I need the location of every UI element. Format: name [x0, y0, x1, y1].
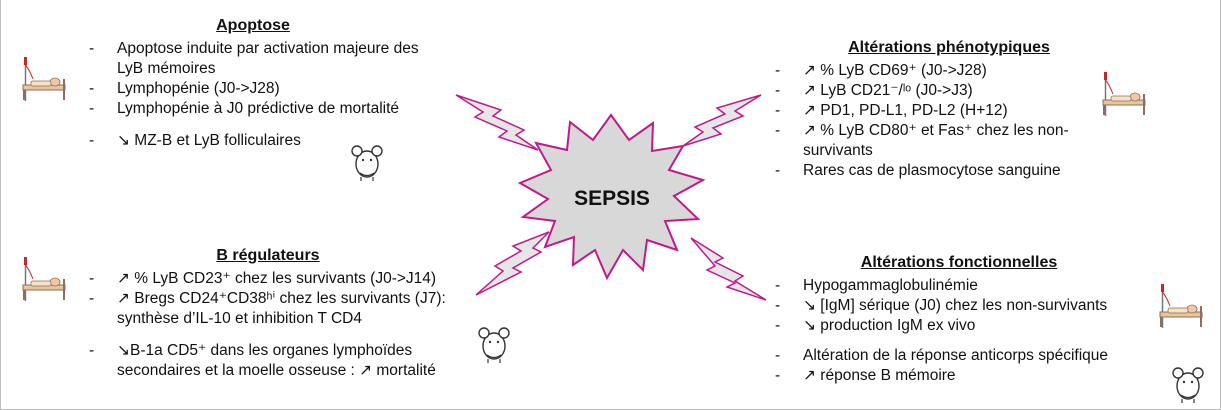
fonction-list: Hypogammaglobulinémie ↘ [IgM] sérique (J…	[769, 276, 1139, 386]
list-item: ↗ réponse B mémoire	[769, 366, 1139, 386]
panel-apoptose: Apoptose Apoptose induite par activation…	[83, 16, 443, 151]
mouse-icon	[1172, 367, 1204, 403]
list-item: ↗ LyB CD21⁻/ˡᵒ (J0->J3)	[769, 81, 1109, 101]
patient-bed-icon	[1102, 72, 1146, 116]
lightning-bolt-upper-right	[682, 94, 762, 147]
patient-bed-icon	[1159, 284, 1203, 328]
list-item: ↗ % LyB CD80⁺ et Fas⁺ chez les non-survi…	[769, 121, 1109, 161]
panel-title-phenotype: Altérations phénotypiques	[848, 39, 1050, 56]
list-item: ↗ Bregs CD24⁺CD38ʰⁱ chez les survivants …	[83, 289, 463, 329]
list-item: Rares cas de plasmocytose sanguine	[769, 161, 1109, 181]
list-item: ↗ PD1, PD-L1, PD-L2 (H+12)	[769, 101, 1109, 121]
breg-list: ↗ % LyB CD23⁺ chez les survivants (J0->J…	[83, 269, 463, 381]
list-item: ↘ production IgM ex vivo	[769, 316, 1139, 336]
lightning-bolt-upper-left	[455, 94, 539, 151]
list-item: ↗ % LyB CD23⁺ chez les survivants (J0->J…	[83, 269, 463, 289]
sepsis-label: SEPSIS	[574, 187, 650, 210]
lightning-bolt-lower-right	[690, 237, 767, 301]
mouse-icon	[478, 327, 510, 363]
patient-bed-icon	[22, 57, 66, 101]
apoptose-list: Apoptose induite par activation majeure …	[83, 39, 443, 151]
list-item: ↗ % LyB CD69⁺ (J0->J28)	[769, 61, 1109, 81]
panel-title-apoptose: Apoptose	[216, 17, 290, 34]
panel-fonction: Altérations fonctionnelles Hypogammaglob…	[769, 253, 1139, 386]
phenotype-list: ↗ % LyB CD69⁺ (J0->J28) ↗ LyB CD21⁻/ˡᵒ (…	[769, 61, 1109, 181]
panel-breg: B régulateurs ↗ % LyB CD23⁺ chez les sur…	[83, 246, 463, 381]
list-item: Lymphopénie à J0 prédictive de mortalité	[83, 99, 443, 119]
patient-bed-icon	[22, 257, 66, 301]
mouse-icon	[351, 145, 383, 181]
panel-title-fonction: Altérations fonctionnelles	[860, 254, 1058, 271]
list-item: Hypogammaglobulinémie	[769, 276, 1139, 296]
list-item: ↘ [IgM] sérique (J0) chez les non-surviv…	[769, 296, 1139, 316]
list-item: Lymphopénie (J0->J28)	[83, 79, 443, 99]
list-item: Altération de la réponse anticorps spéci…	[769, 346, 1139, 366]
lightning-bolt-lower-left	[475, 231, 550, 296]
panel-phenotype: Altérations phénotypiques ↗ % LyB CD69⁺ …	[769, 38, 1109, 181]
panel-title-breg: B régulateurs	[216, 247, 320, 264]
list-item: ↘B-1a CD5⁺ dans les organes lymphoïdes s…	[83, 341, 463, 381]
list-item: Apoptose induite par activation majeure …	[83, 39, 443, 79]
list-item: ↘ MZ-B et LyB folliculaires	[83, 131, 443, 151]
sepsis-burst	[517, 113, 706, 281]
